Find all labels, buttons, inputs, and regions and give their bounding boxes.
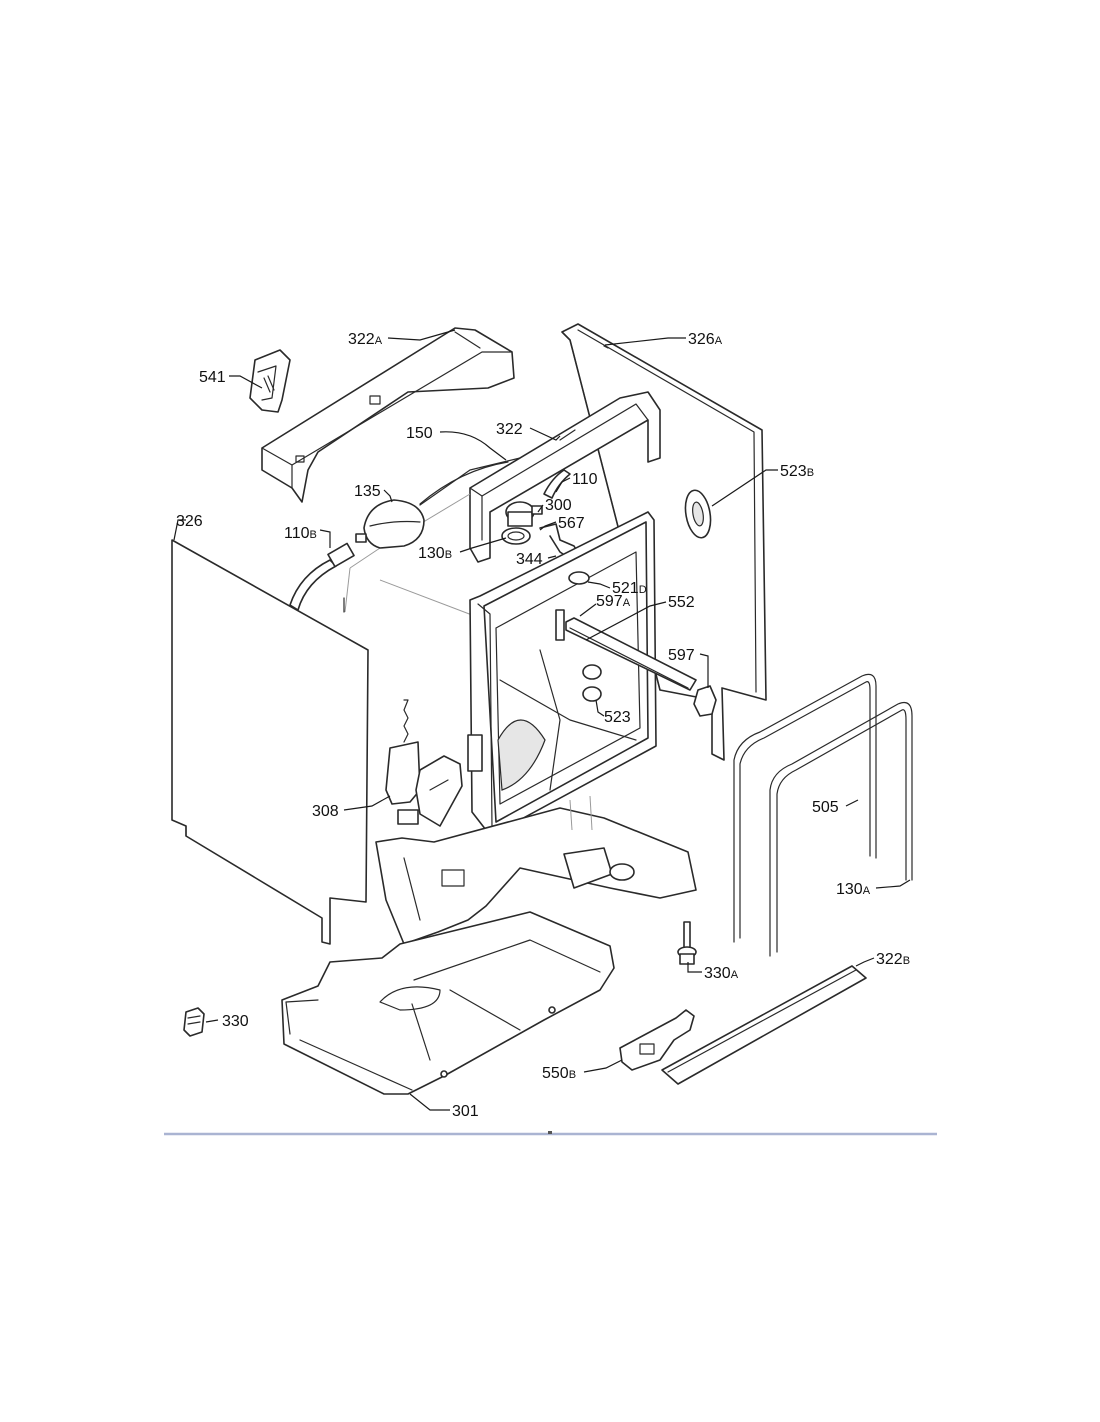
part-597-clip [693,685,717,717]
part-550b-bracket [619,1009,695,1071]
label-135: 135 [354,483,381,500]
label-567: 567 [558,515,585,532]
label-300: 300 [545,497,572,514]
base-frame [375,795,697,945]
part-322b-strip [661,965,867,1085]
label-505: 505 [812,799,839,816]
part-110b-inlet-hose [289,542,355,613]
part-552-rail [555,609,697,691]
part-523b-grommet [684,489,712,539]
part-110-hose [543,469,571,499]
label-550b: 550B [542,1065,576,1082]
part-135-dispenser [355,499,425,549]
label-523: 523 [604,709,631,726]
part-130b-seal [501,527,531,545]
tub-front-frame [467,511,657,835]
part-301-bottom-tray [281,911,615,1095]
label-326a: 326A [688,331,723,348]
label-322a: 322A [348,331,383,348]
part-labels: 541 322A 326A 150 322 523B 110 135 300 3… [176,331,910,1120]
part-326-left-panel [171,539,369,945]
label-130a: 130A [836,881,871,898]
part-330a-foot-screw [677,921,697,965]
leader-lines [173,329,911,1111]
label-326: 326 [176,513,203,530]
part-150-hose [419,461,509,505]
label-330: 330 [222,1013,249,1030]
label-552: 552 [668,594,695,611]
label-597a: 597A [596,593,631,610]
bottom-divider [164,1131,937,1136]
label-330a: 330A [704,965,739,982]
part-330-foot [183,1007,205,1037]
label-308: 308 [312,803,339,820]
label-541: 541 [199,369,226,386]
part-308-door-lock [385,699,463,827]
label-322b: 322B [876,951,910,968]
label-597: 597 [668,647,695,664]
part-130a-seal [769,701,913,957]
label-150: 150 [406,425,433,442]
part-505-seal [733,673,877,943]
label-521d: 521D [612,580,647,597]
label-110: 110 [572,471,598,488]
label-110b: 110B [284,525,317,542]
label-130b: 130B [418,545,452,562]
part-322a-top-rail [261,327,515,503]
part-300-valve [505,501,543,527]
part-322-top-frame [469,391,661,563]
part-541-clip [249,349,291,413]
label-344: 344 [516,551,543,568]
label-523b: 523B [780,463,814,480]
label-301: 301 [452,1103,479,1120]
label-322: 322 [496,421,523,438]
part-523-nozzles [582,664,602,702]
